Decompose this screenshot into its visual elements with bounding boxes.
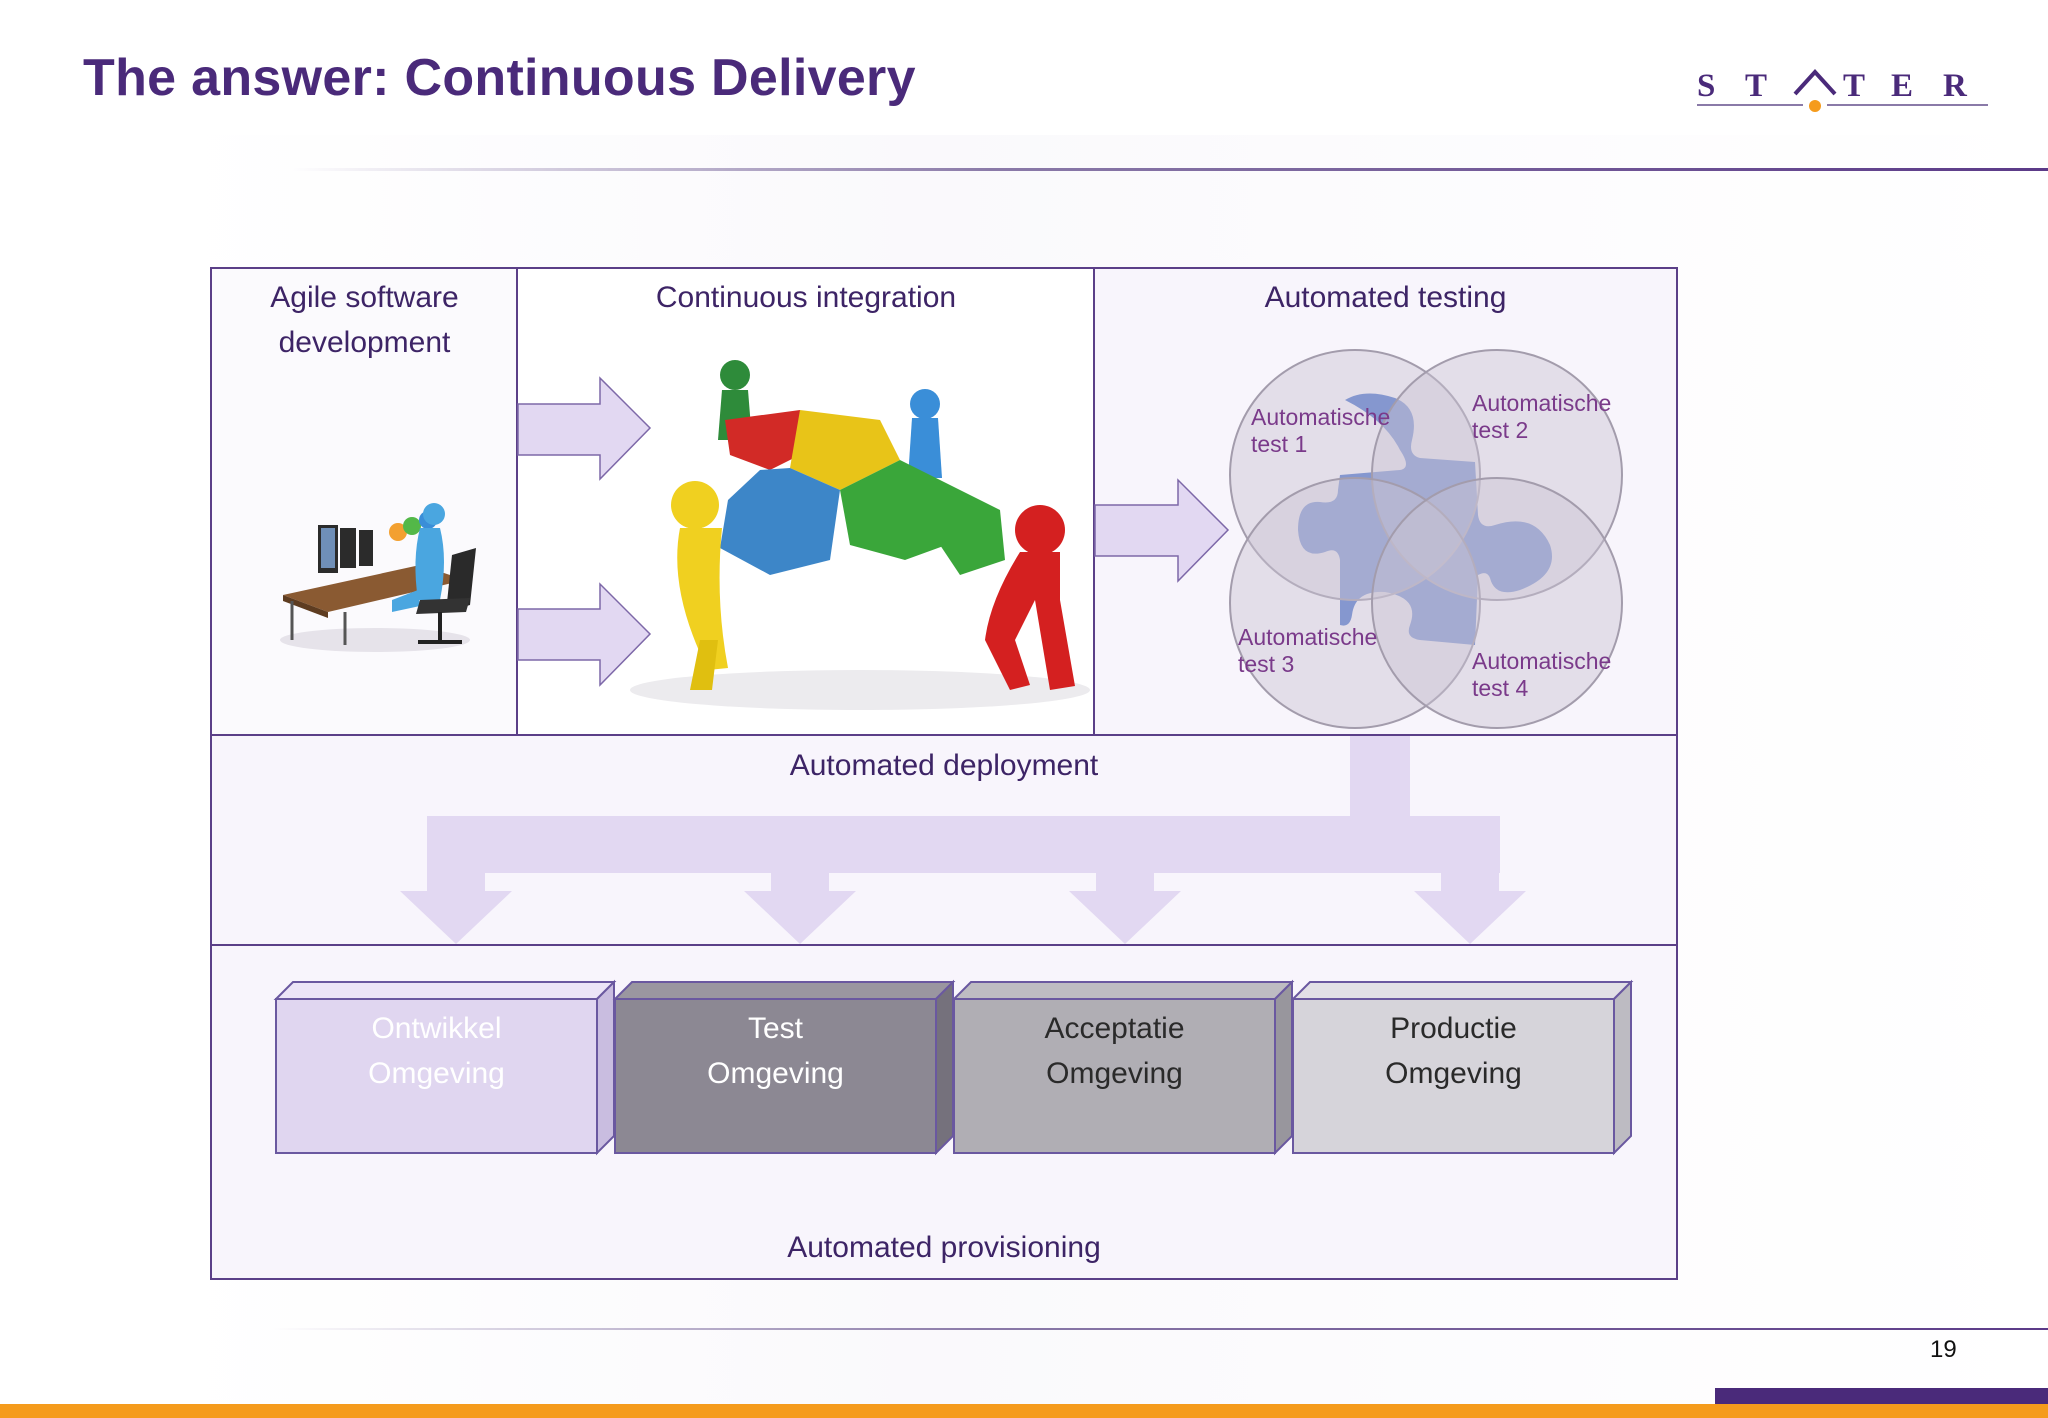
env-acceptatie-line2: Omgeving	[1046, 1057, 1183, 1090]
footer-purple-bar	[1715, 1388, 2048, 1404]
deployment-distribution-arrow	[400, 736, 1526, 944]
arrow-ci-to-testing	[1094, 478, 1230, 583]
label-automated-provisioning: Automated provisioning	[787, 1231, 1101, 1264]
label-test-1: Automatische test 1	[1251, 404, 1391, 457]
env-ontwikkel-line1: Ontwikkel	[371, 1012, 502, 1045]
footer-divider	[270, 1328, 2048, 1330]
env-box-acceptatie	[951, 979, 1295, 1156]
env-acceptatie-label: Acceptatie Omgeving	[954, 1006, 1275, 1096]
svg-text:E: E	[1891, 68, 1913, 104]
env-ontwikkel-label: Ontwikkel Omgeving	[276, 1006, 597, 1096]
env-test-line2: Omgeving	[707, 1057, 844, 1090]
env-productie-line1: Productie	[1390, 1012, 1517, 1045]
arrow-agile-to-ci-bottom	[517, 582, 652, 687]
test-venn-circles	[1229, 349, 1623, 729]
svg-text:S: S	[1697, 68, 1715, 104]
env-test-line1: Test	[747, 1012, 804, 1045]
stater-logo-mark: S T T E R	[1697, 68, 1988, 112]
env-test-label: Test Omgeving	[615, 1006, 936, 1096]
test-circle-4	[1371, 477, 1623, 729]
label-automated-testing: Automated testing	[1264, 281, 1507, 314]
label-test-4: Automatische test 4	[1472, 648, 1612, 701]
env-productie-label: Productie Omgeving	[1293, 1006, 1614, 1096]
header-divider	[290, 168, 2048, 171]
svg-text:T: T	[1745, 68, 1767, 104]
stater-logo: S T T E R	[1695, 62, 1990, 122]
slide-title: The answer: Continuous Delivery	[83, 49, 916, 107]
env-ontwikkel-line2: Omgeving	[368, 1057, 505, 1090]
agile-panel	[212, 269, 517, 734]
label-test-3: Automatische test 3	[1238, 624, 1378, 677]
arrow-agile-to-ci-top	[517, 376, 652, 481]
test-circle-3	[1229, 477, 1481, 729]
env-box-ontwikkel	[273, 979, 617, 1156]
footer-orange-bar	[0, 1404, 2048, 1418]
test-circle-2	[1371, 349, 1623, 601]
test-circle-1	[1229, 349, 1481, 601]
env-box-productie	[1290, 979, 1634, 1156]
env-productie-line2: Omgeving	[1385, 1057, 1522, 1090]
env-box-test	[612, 979, 956, 1156]
blue-puzzle-piece-icon	[1298, 393, 1552, 645]
label-continuous-integration: Continuous integration	[655, 281, 957, 314]
page-number: 19	[1930, 1336, 1957, 1363]
label-agile-development: Agile software development	[270, 281, 459, 359]
label-automated-deployment: Automated deployment	[789, 749, 1099, 782]
team-assembling-puzzle-icon	[630, 360, 1090, 710]
developers-at-desks-icon	[280, 503, 476, 652]
label-test-2: Automatische test 2	[1472, 390, 1612, 443]
env-acceptatie-line1: Acceptatie	[1044, 1012, 1185, 1045]
svg-text:R: R	[1943, 68, 1968, 104]
svg-text:T: T	[1843, 68, 1865, 104]
